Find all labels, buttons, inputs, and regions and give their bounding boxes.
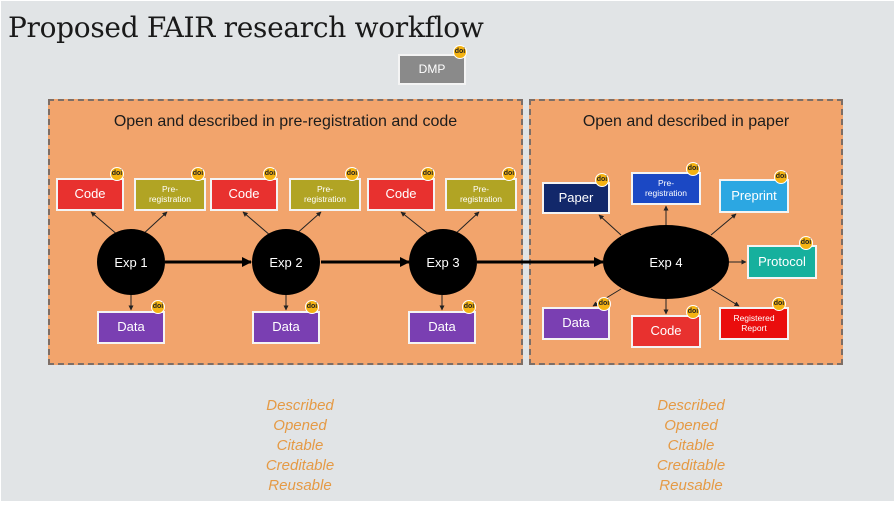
doi-badge-paper: doi bbox=[595, 173, 609, 187]
doi-badge-exp4-code: doi bbox=[686, 305, 700, 319]
doi-badge-exp1-prereg: doi bbox=[191, 167, 205, 181]
doi-badge-exp3-data: doi bbox=[462, 300, 476, 314]
doi-badge-exp2-code: doi bbox=[263, 167, 277, 181]
exp-3-label: Exp 3 bbox=[426, 254, 460, 270]
exp1-data-label: Data bbox=[117, 319, 145, 335]
qualities-right: Described Opened Citable Creditable Reus… bbox=[601, 396, 781, 496]
dmp-box: DMP bbox=[398, 54, 466, 85]
exp3-prereg-label: Pre- registration bbox=[459, 183, 503, 204]
exp1-data-box: Data bbox=[97, 311, 165, 344]
slide-title: Proposed FAIR research workflow bbox=[8, 11, 484, 44]
quality-item: Citable bbox=[667, 437, 715, 454]
exp2-code-box: Code bbox=[210, 178, 278, 211]
exp3-code-label: Code bbox=[385, 186, 417, 202]
exp-2-label: Exp 2 bbox=[269, 254, 303, 270]
exp4-data-label: Data bbox=[562, 315, 590, 331]
registered-report-box: Registered Report bbox=[719, 307, 789, 340]
exp4-prereg-box: Pre- registration bbox=[631, 172, 701, 205]
quality-item: Creditable bbox=[656, 457, 726, 474]
exp3-data-label: Data bbox=[428, 319, 456, 335]
registered-report-label: Registered Report bbox=[733, 312, 775, 333]
preprint-label: Preprint bbox=[731, 187, 777, 203]
doi-badge-exp2-prereg: doi bbox=[345, 167, 359, 181]
exp2-prereg-box: Pre- registration bbox=[289, 178, 361, 211]
exp2-prereg-label: Pre- registration bbox=[303, 183, 347, 204]
panel-paper-title: Open and described in paper bbox=[582, 113, 790, 130]
spoke-exp4-preprint bbox=[710, 213, 737, 236]
quality-item: Citable bbox=[276, 437, 324, 454]
quality-item: Reusable bbox=[268, 477, 332, 494]
exp3-code-box: Code bbox=[367, 178, 435, 211]
exp2-data-label: Data bbox=[272, 319, 300, 335]
doi-badge-exp4-prereg: doi bbox=[686, 162, 700, 176]
exp3-data-box: Data bbox=[408, 311, 476, 344]
exp-2-node: Exp 2 bbox=[252, 229, 320, 295]
exp4-code-box: Code bbox=[631, 315, 701, 348]
exp1-code-box: Code bbox=[56, 178, 124, 211]
exp4-data-box: Data bbox=[542, 307, 610, 340]
panel-preregistration-title: Open and described in pre-registration a… bbox=[113, 113, 458, 130]
dmp-label: DMP bbox=[418, 61, 446, 76]
exp-1-label: Exp 1 bbox=[114, 254, 148, 270]
quality-item: Described bbox=[657, 397, 725, 414]
exp-4-label: Exp 4 bbox=[649, 254, 683, 270]
paper-label: Paper bbox=[558, 189, 594, 205]
qualities-left: Described Opened Citable Creditable Reus… bbox=[210, 396, 390, 496]
doi-badge-exp2-data: doi bbox=[305, 300, 319, 314]
doi-badge-registered-report: doi bbox=[772, 297, 786, 311]
spoke-exp2-code bbox=[242, 211, 272, 237]
quality-item: Opened bbox=[664, 417, 718, 434]
doi-badge-exp3-prereg: doi bbox=[502, 167, 516, 181]
protocol-box: Protocol bbox=[747, 245, 817, 279]
quality-item: Described bbox=[266, 397, 334, 414]
preprint-box: Preprint bbox=[719, 179, 789, 213]
exp-3-node: Exp 3 bbox=[409, 229, 477, 295]
doi-badge-preprint: doi bbox=[774, 170, 788, 184]
spoke-exp4-paper bbox=[598, 214, 622, 236]
doi-badge-protocol: doi bbox=[799, 236, 813, 250]
quality-item: Creditable bbox=[265, 457, 335, 474]
exp-1-node: Exp 1 bbox=[97, 229, 165, 295]
doi-badge-exp1-data: doi bbox=[151, 300, 165, 314]
exp2-data-box: Data bbox=[252, 311, 320, 344]
exp1-code-label: Code bbox=[74, 186, 106, 202]
exp-4-node: Exp 4 bbox=[603, 225, 729, 299]
doi-badge-dmp: doi bbox=[453, 45, 467, 59]
doi-badge-exp3-code: doi bbox=[421, 167, 435, 181]
paper-box: Paper bbox=[542, 182, 610, 214]
spoke-exp4-registered-report bbox=[710, 288, 740, 307]
exp2-code-label: Code bbox=[228, 186, 260, 202]
exp4-code-label: Code bbox=[650, 323, 682, 339]
protocol-label: Protocol bbox=[758, 253, 806, 269]
quality-item: Reusable bbox=[659, 477, 723, 494]
exp1-prereg-label: Pre- registration bbox=[148, 183, 192, 204]
exp3-prereg-box: Pre- registration bbox=[445, 178, 517, 211]
exp1-prereg-box: Pre- registration bbox=[134, 178, 206, 211]
doi-badge-exp1-code: doi bbox=[110, 167, 124, 181]
doi-badge-exp4-data: doi bbox=[597, 297, 611, 311]
exp4-prereg-label: Pre- registration bbox=[644, 177, 688, 198]
quality-item: Opened bbox=[273, 417, 327, 434]
